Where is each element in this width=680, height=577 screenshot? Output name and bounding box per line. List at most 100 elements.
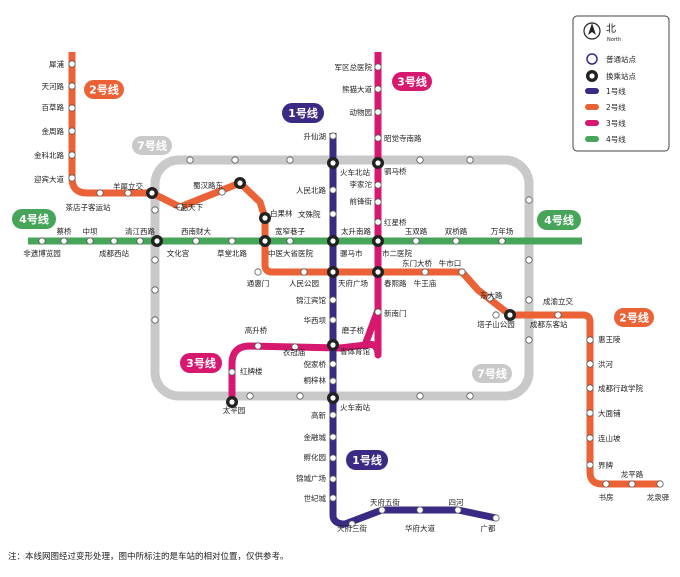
station-label: 动物园 <box>350 107 373 117</box>
station-label: 华西坝 <box>304 315 327 325</box>
normal-station-marker <box>452 237 460 245</box>
normal-station-marker <box>151 286 159 294</box>
normal-station-marker <box>329 132 337 140</box>
station-label: 金融城 <box>304 432 327 442</box>
station-label: 桐梓林 <box>304 375 327 385</box>
station-label: 东门大桥 <box>402 258 432 268</box>
line3-path <box>228 52 382 402</box>
station-label: 书房 <box>599 492 614 502</box>
badge-line7-bottom-label: 7号线 <box>477 367 507 381</box>
station-label: 龙泉驿 <box>647 492 670 502</box>
station-label: 通惠门 <box>247 278 270 288</box>
line2-path <box>68 52 660 488</box>
transfer-station-marker-center <box>149 190 155 196</box>
transfer-station-marker-center <box>375 160 381 166</box>
normal-station-marker <box>329 316 337 324</box>
normal-station-marker <box>68 60 76 68</box>
legend-north-en: North <box>607 37 621 43</box>
station-label: 百草路 <box>42 102 65 112</box>
legend-line2: 2号线 <box>606 102 626 112</box>
normal-station-marker <box>656 480 664 488</box>
station-label: 昭觉寺南路 <box>384 133 422 143</box>
normal-station-marker <box>151 206 159 214</box>
station-label: 市二医院 <box>382 248 412 258</box>
line1-swatch <box>585 88 599 94</box>
station-label: 磨子桥 <box>342 325 365 335</box>
normal-station-marker <box>136 237 144 245</box>
normal-station-marker <box>329 296 337 304</box>
normal-station-marker <box>348 520 356 528</box>
legend-north-label: 北 <box>606 23 616 35</box>
station-label: 西南财大 <box>181 226 211 236</box>
transfer-station-marker-center <box>330 395 336 401</box>
normal-station-marker <box>586 434 594 442</box>
station-label: 火车北站 <box>340 167 370 177</box>
badge-line7-top: 7号线 <box>132 136 172 155</box>
transfer-station-marker-center <box>330 160 336 166</box>
station-label: 连山坡 <box>598 433 621 443</box>
station-label: 天府广场 <box>338 278 368 288</box>
station-label: 中坝 <box>83 226 98 236</box>
station-label: 高新 <box>311 410 326 420</box>
station-label: 军区总医院 <box>335 62 373 72</box>
normal-station-marker <box>96 189 104 197</box>
badge-line7-bottom: 7号线 <box>472 364 512 383</box>
normal-station-marker <box>525 296 533 304</box>
normal-station-marker <box>291 343 299 351</box>
normal-station-marker <box>329 186 337 194</box>
normal-station-marker <box>68 82 76 90</box>
normal-station-marker <box>374 134 382 142</box>
station-label: 牛市口 <box>439 258 462 268</box>
station-label: 金科北路 <box>34 150 64 160</box>
normal-station-marker <box>228 368 236 376</box>
station-label: 成渝立交 <box>543 296 573 306</box>
normal-station-marker <box>374 108 382 116</box>
normal-station-marker <box>374 181 382 189</box>
station-label: 红星桥 <box>384 217 407 227</box>
normal-station-marker <box>374 63 382 71</box>
station-label: 人民北路 <box>296 185 326 195</box>
transfer-station-marker-center <box>330 342 336 348</box>
normal-station-marker <box>602 480 610 488</box>
badge-line2-right-label: 2号线 <box>619 311 649 325</box>
badge-line1-bottom: 1号线 <box>346 450 388 470</box>
station-label: 春熙路 <box>384 278 407 288</box>
normal-station-marker <box>329 475 337 483</box>
normal-station-marker <box>218 188 226 196</box>
station-label: 广都 <box>481 523 496 533</box>
station-label: 衣冠庙 <box>283 347 306 357</box>
normal-station-marker <box>329 454 337 462</box>
normal-station-marker <box>124 189 132 197</box>
station-label: 金周路 <box>42 126 65 136</box>
station-label: 一品天下 <box>173 203 203 212</box>
normal-station-marker <box>110 237 118 245</box>
station-label: 迎宾大道 <box>34 174 64 184</box>
station-label: 世纪城 <box>304 493 327 503</box>
badge-line1-top: 1号线 <box>282 103 324 123</box>
transfer-station-marker-center <box>375 269 381 275</box>
transfer-station-marker-center <box>330 269 336 275</box>
station-label: 成都西站 <box>99 248 129 258</box>
station-label: 牛王庙 <box>414 278 437 288</box>
badge-line1-top-label: 1号线 <box>288 106 318 120</box>
station-label: 华府大道 <box>405 523 435 533</box>
map-footnote: 注：本线网图经过变形处理，图中所标注的是车站的相对位置，仅供参考。 <box>8 552 289 562</box>
badge-line4-left-label: 4号线 <box>19 212 49 226</box>
station-label: 东大路 <box>480 290 503 300</box>
station-label: 草堂北路 <box>217 248 247 258</box>
normal-station-marker <box>492 311 500 319</box>
normal-station-marker <box>228 237 236 245</box>
legend: 北 North 普通站点 换乘站点 1号线 2号线 3号线 4号线 <box>572 15 670 152</box>
transfer-station-marker-center <box>375 238 381 244</box>
north-arrow-icon <box>583 22 601 40</box>
station-label: 骡马市 <box>340 248 363 258</box>
normal-station-marker <box>374 85 382 93</box>
badge-line3-top-label: 3号线 <box>397 75 427 89</box>
badge-line4-right: 4号线 <box>537 210 581 230</box>
line2-swatch <box>585 104 599 110</box>
station-label: 锦城广场 <box>296 473 326 483</box>
normal-station-marker <box>416 392 424 400</box>
normal-station-marker <box>466 156 474 164</box>
normal-station-marker <box>525 256 533 264</box>
normal-station-marker <box>300 268 308 276</box>
